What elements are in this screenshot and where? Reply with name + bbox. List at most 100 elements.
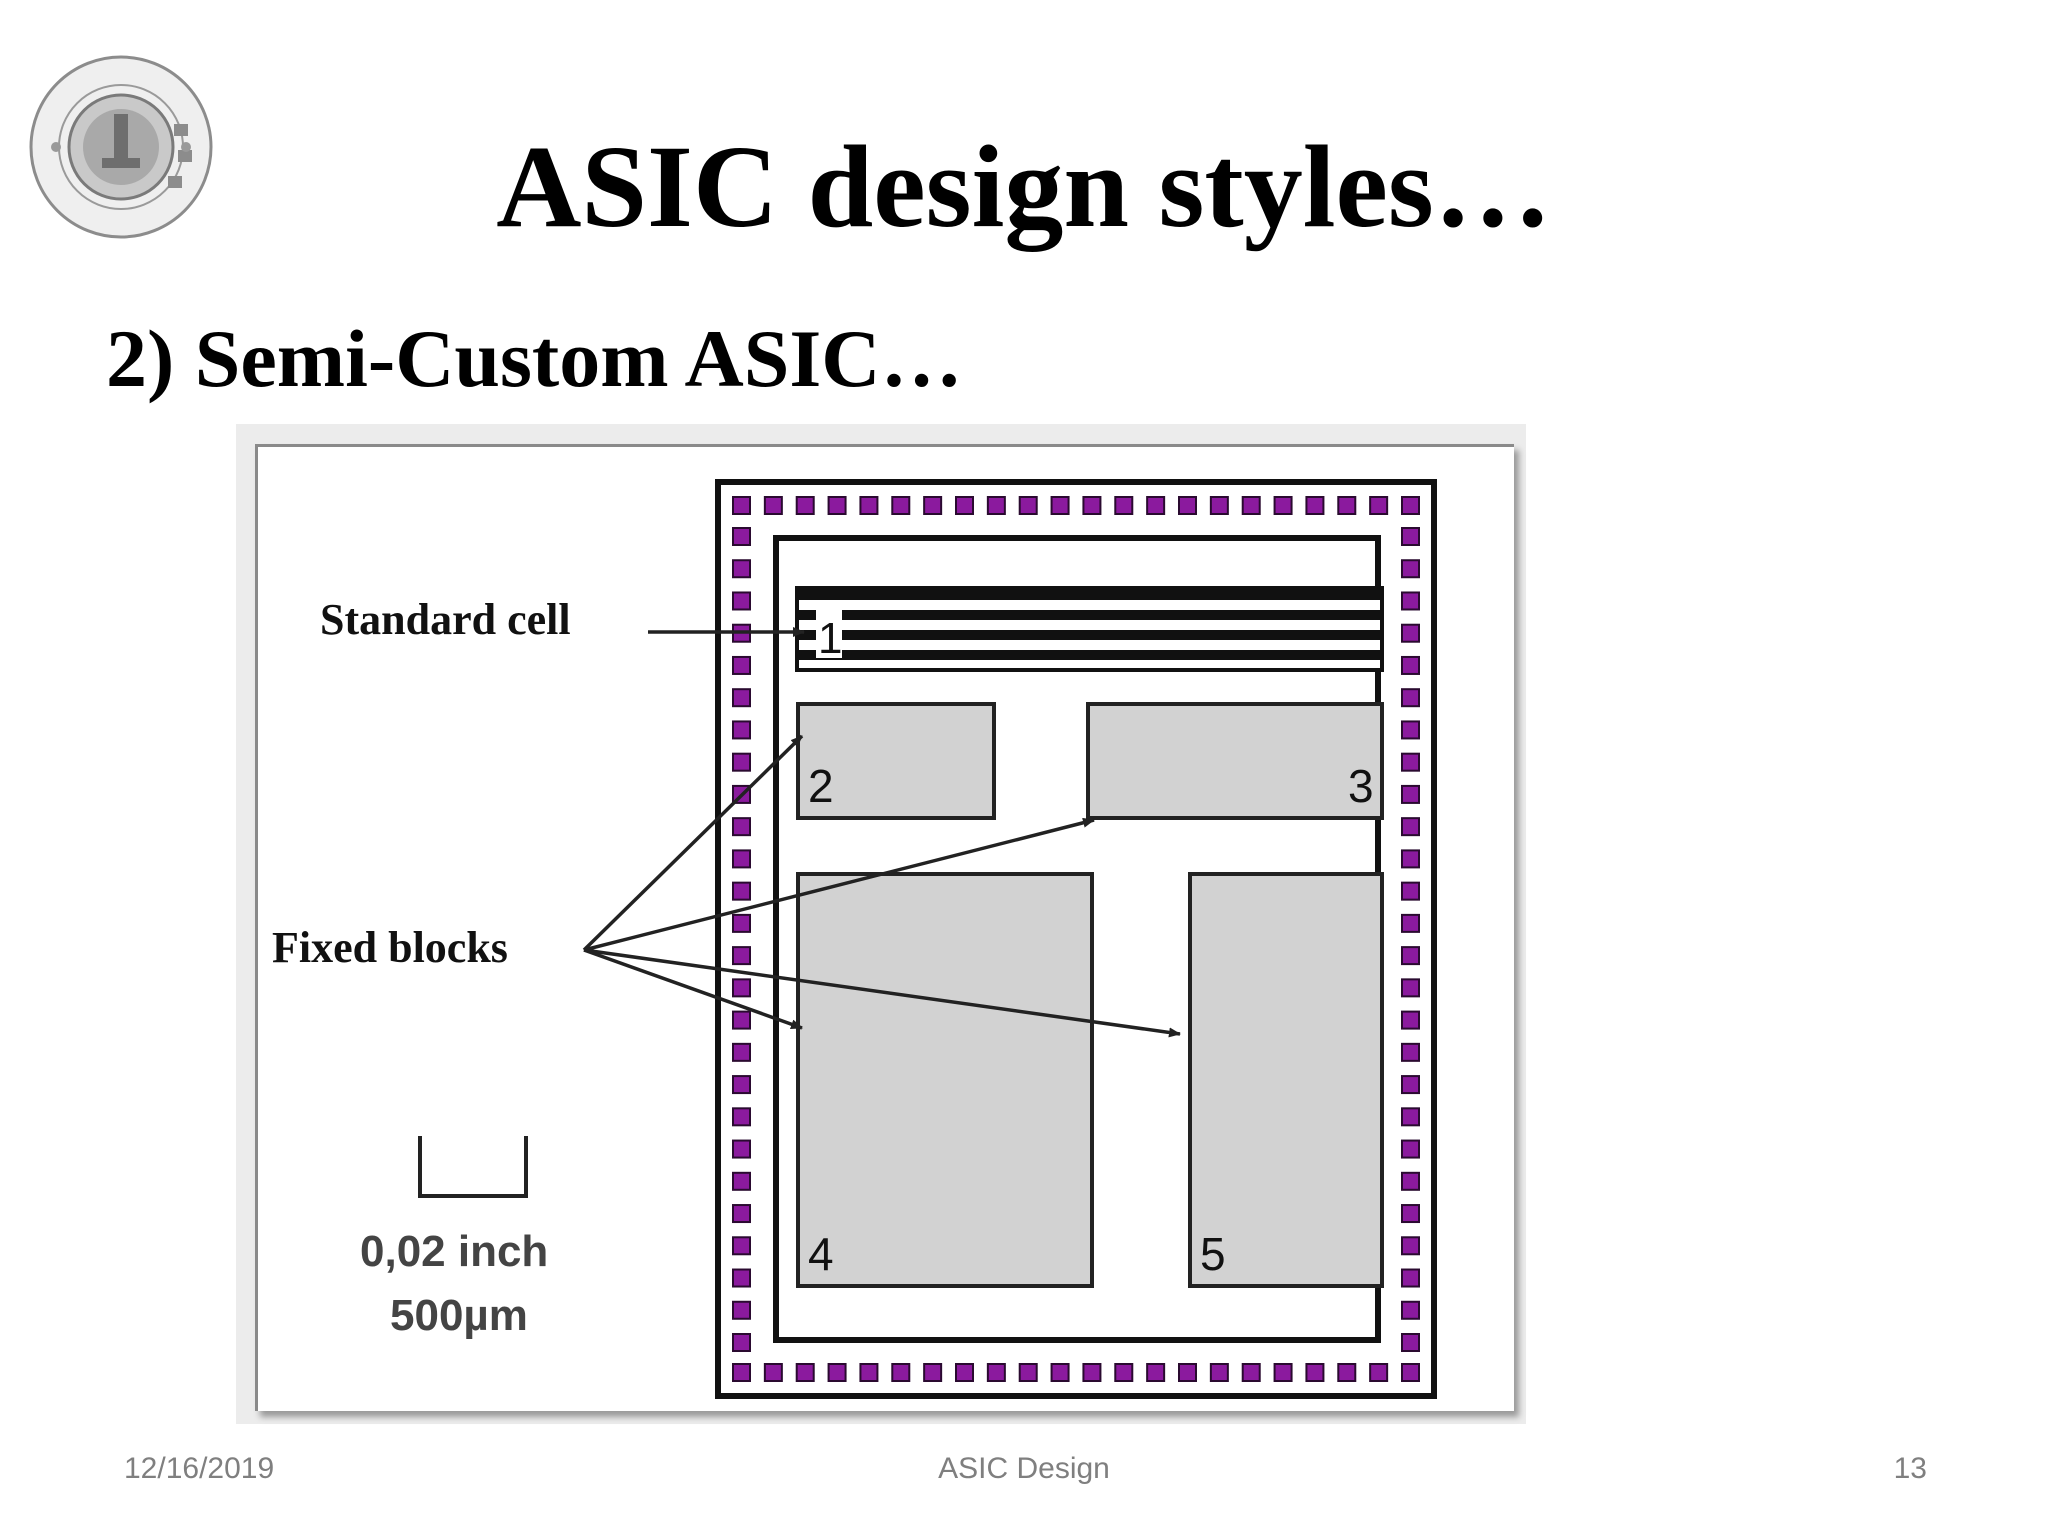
io-pad	[1050, 1363, 1070, 1382]
io-pad	[955, 496, 974, 515]
io-pad	[1401, 1236, 1420, 1256]
scale-um-label: 500µm	[390, 1291, 528, 1340]
io-pad	[732, 1042, 751, 1062]
slide-title: ASIC design styles…	[496, 121, 1552, 252]
io-pad	[1209, 496, 1229, 515]
arrow-to-block-3	[583, 817, 1095, 952]
io-pad	[1146, 496, 1166, 515]
io-pad	[763, 1363, 783, 1382]
io-pad	[1337, 496, 1357, 515]
io-pad	[1401, 978, 1420, 998]
io-pad	[1401, 946, 1420, 966]
io-pad	[1305, 496, 1325, 515]
io-pad	[1401, 559, 1420, 579]
io-pad	[732, 496, 751, 515]
io-pad	[1082, 496, 1102, 515]
io-pad	[1401, 1363, 1420, 1382]
io-pad	[986, 1363, 1006, 1382]
io-pad	[732, 591, 751, 611]
io-pad	[1114, 496, 1134, 515]
fixed-block-2: 2	[796, 702, 996, 820]
io-pads-top	[732, 496, 1420, 515]
io-pad	[1401, 1075, 1420, 1095]
standard-cell-block: 1	[795, 586, 1384, 672]
io-pads-bottom	[732, 1363, 1420, 1382]
io-pad	[732, 559, 751, 579]
io-pad	[1241, 1363, 1261, 1382]
io-pad	[732, 1268, 751, 1288]
io-pad	[923, 496, 943, 515]
io-pad	[1401, 1139, 1420, 1159]
io-pad	[732, 655, 751, 675]
io-pad	[1401, 849, 1420, 869]
io-pad	[732, 752, 751, 772]
io-pad	[1401, 1268, 1420, 1288]
block-number-2: 2	[808, 760, 834, 812]
io-pad	[1305, 1363, 1325, 1382]
io-pad	[795, 496, 815, 515]
io-pad	[859, 496, 879, 515]
io-pad	[1369, 1363, 1389, 1382]
scale-bar	[418, 1136, 528, 1198]
io-pad	[1178, 1363, 1197, 1382]
io-pad	[1146, 1363, 1166, 1382]
io-pad	[1401, 1333, 1420, 1352]
io-pad	[1401, 913, 1420, 933]
io-pad	[1401, 527, 1420, 546]
fixed-blocks-label: Fixed blocks	[272, 923, 508, 972]
io-pad	[1273, 1363, 1293, 1382]
slide-subtitle: 2) Semi-Custom ASIC…	[106, 313, 963, 404]
io-pad	[827, 496, 847, 515]
io-pad	[732, 1171, 751, 1191]
fixed-block-4: 4	[796, 872, 1094, 1288]
io-pad	[1401, 591, 1420, 611]
io-pad	[859, 1363, 879, 1382]
io-pad	[827, 1363, 847, 1382]
scale-inch-label: 0,02 inch	[360, 1227, 548, 1276]
footer-date: 12/16/2019	[124, 1452, 275, 1485]
io-pad	[732, 720, 751, 740]
io-pad	[1369, 496, 1389, 515]
io-pad	[986, 496, 1006, 515]
io-pad	[1401, 752, 1420, 772]
block-number-3: 3	[1348, 760, 1374, 812]
io-pad	[891, 1363, 911, 1382]
annotation-arrows	[582, 627, 1181, 1038]
io-pads-right	[1401, 527, 1420, 1352]
io-pad	[763, 496, 783, 515]
io-pad	[1114, 1363, 1134, 1382]
io-pad	[1273, 496, 1293, 515]
io-pad	[1241, 496, 1261, 515]
page-number: 13	[1893, 1452, 1927, 1485]
io-pad	[732, 849, 751, 869]
io-pad	[732, 1204, 751, 1224]
io-pad	[732, 1139, 751, 1159]
io-pad	[923, 1363, 943, 1382]
arrow-to-block-2	[582, 734, 804, 952]
io-pad	[732, 817, 751, 837]
io-pad	[732, 1363, 751, 1382]
io-pad	[1401, 688, 1420, 708]
io-pad	[955, 1363, 974, 1382]
io-pad	[732, 1010, 751, 1030]
io-pad	[1401, 623, 1420, 643]
footer-title: ASIC Design	[938, 1452, 1110, 1485]
io-pad	[732, 881, 751, 901]
block-number-5: 5	[1200, 1228, 1226, 1280]
io-pad	[732, 946, 751, 966]
block-number-4: 4	[808, 1228, 834, 1280]
io-pad	[1401, 784, 1420, 804]
university-logo	[29, 55, 213, 239]
io-pad	[732, 688, 751, 708]
io-pad	[1178, 496, 1197, 515]
io-pad	[1401, 1300, 1420, 1320]
semi-custom-asic-diagram: 1 2 3 4 5 Standard cell Fixed blocks 0,0…	[272, 479, 1437, 1399]
io-pads-left	[732, 527, 751, 1352]
io-pad	[732, 527, 751, 546]
io-pad	[1337, 1363, 1357, 1382]
io-pad	[891, 496, 911, 515]
arrow-to-block-4	[583, 948, 803, 1030]
io-pad	[1401, 1010, 1420, 1030]
io-pad	[795, 1363, 815, 1382]
io-pad	[1401, 1107, 1420, 1127]
